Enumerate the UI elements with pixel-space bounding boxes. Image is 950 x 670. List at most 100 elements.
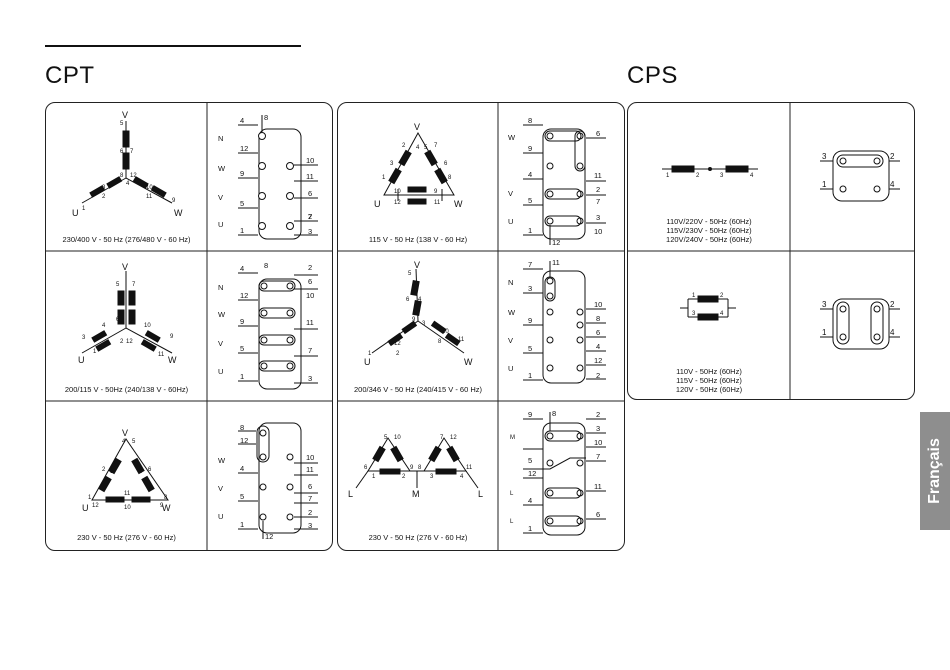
svg-text:12: 12 — [394, 341, 401, 347]
svg-text:W: W — [218, 164, 226, 173]
svg-text:1: 1 — [382, 175, 386, 181]
svg-text:L: L — [510, 491, 514, 497]
cps-parallel-line-2: 115V - 50Hz (60Hz) — [676, 376, 742, 385]
svg-text:3: 3 — [596, 424, 600, 433]
svg-text:2: 2 — [890, 152, 895, 161]
svg-text:11: 11 — [124, 491, 131, 497]
svg-text:M: M — [412, 489, 420, 499]
svg-text:5: 5 — [384, 435, 388, 441]
svg-text:1: 1 — [528, 226, 532, 235]
svg-text:11: 11 — [434, 200, 441, 206]
svg-text:11: 11 — [594, 171, 602, 180]
svg-text:5: 5 — [528, 456, 532, 465]
svg-text:1: 1 — [93, 349, 97, 355]
svg-text:6: 6 — [148, 467, 152, 473]
svg-text:7: 7 — [132, 282, 136, 288]
svg-text:1: 1 — [372, 474, 376, 480]
svg-text:8: 8 — [552, 409, 556, 418]
svg-text:N: N — [508, 278, 513, 287]
svg-text:7: 7 — [596, 452, 600, 461]
svg-text:5: 5 — [116, 282, 120, 288]
svg-text:1: 1 — [240, 226, 244, 235]
svg-text:10: 10 — [594, 300, 602, 309]
caption-r2c2: 200/346 V - 50 Hz (240/415 V - 60 Hz) — [354, 385, 482, 394]
cps-series-line-3: 120V/240V - 50Hz (60Hz) — [666, 235, 752, 244]
svg-text:2: 2 — [308, 212, 312, 221]
svg-text:11: 11 — [466, 465, 473, 471]
language-tab[interactable]: Français — [920, 412, 950, 530]
svg-text:10: 10 — [124, 505, 131, 511]
svg-text:5: 5 — [240, 344, 244, 353]
svg-text:1: 1 — [240, 372, 244, 381]
svg-text:12: 12 — [92, 503, 99, 509]
svg-text:V: V — [122, 110, 128, 120]
svg-text:11: 11 — [146, 194, 153, 200]
svg-text:W: W — [508, 308, 516, 317]
svg-text:6: 6 — [308, 189, 312, 198]
svg-text:2: 2 — [890, 300, 895, 309]
svg-text:V: V — [508, 189, 513, 198]
svg-text:L: L — [478, 489, 483, 499]
svg-text:6: 6 — [308, 482, 312, 491]
svg-text:12: 12 — [130, 173, 137, 179]
svg-text:2: 2 — [102, 467, 106, 473]
svg-text:11: 11 — [594, 482, 602, 491]
svg-text:U: U — [218, 367, 223, 376]
terminal-board — [238, 115, 318, 240]
svg-text:W: W — [464, 357, 473, 367]
svg-text:7: 7 — [440, 435, 444, 441]
svg-text:1: 1 — [692, 293, 696, 299]
svg-text:V: V — [218, 484, 223, 493]
svg-text:12: 12 — [126, 339, 133, 345]
svg-text:2: 2 — [402, 143, 406, 149]
svg-text:11: 11 — [158, 352, 165, 358]
svg-text:2: 2 — [402, 474, 406, 480]
svg-text:W: W — [168, 355, 177, 365]
svg-text:10: 10 — [394, 189, 401, 195]
svg-text:11: 11 — [306, 465, 314, 474]
cps-parallel-line-1: 110V - 50Hz (60Hz) — [676, 367, 742, 376]
svg-text:1: 1 — [82, 206, 86, 212]
svg-text:U: U — [374, 199, 381, 209]
caption-r1c1: 230/400 V - 50 Hz (276/480 V - 60 Hz) — [62, 235, 191, 244]
svg-text:4: 4 — [240, 264, 244, 273]
svg-text:V: V — [122, 262, 128, 272]
star-winding-diagram — [81, 121, 173, 204]
svg-text:9: 9 — [528, 410, 532, 419]
svg-text:3: 3 — [308, 374, 312, 383]
svg-text:4: 4 — [102, 323, 106, 329]
svg-text:4: 4 — [460, 474, 464, 480]
svg-text:4: 4 — [890, 180, 895, 189]
svg-text:U: U — [72, 208, 79, 218]
svg-text:1: 1 — [88, 495, 92, 501]
svg-text:3: 3 — [308, 227, 312, 236]
svg-text:V: V — [218, 193, 223, 202]
svg-text:9: 9 — [410, 465, 414, 471]
svg-text:3: 3 — [390, 161, 394, 167]
svg-text:7: 7 — [308, 212, 312, 221]
svg-text:12: 12 — [240, 436, 248, 445]
svg-text:3: 3 — [596, 213, 600, 222]
svg-text:9: 9 — [172, 198, 176, 204]
header-rule — [45, 45, 301, 47]
svg-text:6: 6 — [406, 297, 410, 303]
svg-text:7: 7 — [528, 260, 532, 269]
svg-text:7: 7 — [308, 494, 312, 503]
svg-text:4: 4 — [126, 181, 130, 187]
svg-text:2: 2 — [120, 339, 124, 345]
svg-text:1: 1 — [368, 351, 372, 357]
language-tab-label: Français — [926, 438, 943, 504]
svg-text:9: 9 — [434, 189, 438, 195]
svg-text:3: 3 — [430, 474, 434, 480]
svg-text:V: V — [414, 122, 420, 132]
caption-r3c1: 230 V - 50 Hz (276 V - 60 Hz) — [77, 533, 176, 542]
svg-text:6: 6 — [596, 510, 600, 519]
svg-text:10: 10 — [594, 227, 602, 236]
svg-text:U: U — [78, 355, 85, 365]
svg-text:3: 3 — [422, 321, 426, 327]
svg-text:5: 5 — [424, 145, 428, 151]
svg-text:7: 7 — [434, 143, 438, 149]
